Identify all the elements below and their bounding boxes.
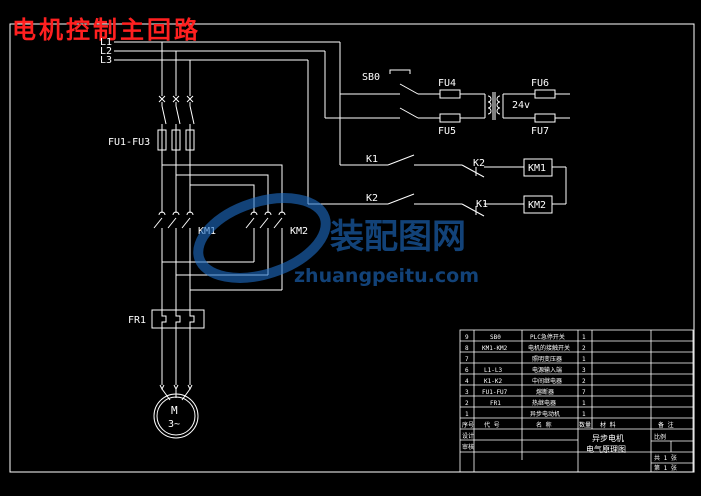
km2-label: KM2 <box>290 226 308 237</box>
bom-name: 热继电器 <box>532 399 556 407</box>
bom-no: 8 <box>465 345 469 352</box>
motor-label: M <box>171 404 178 417</box>
bom-code: KM1-KM2 <box>482 345 508 352</box>
bus-label-l1: L1 <box>100 37 112 48</box>
watermark-cn: 装配图网 <box>330 217 466 257</box>
k2-left-label: K2 <box>366 193 378 204</box>
title-block-sheet: 第 1 张 <box>654 464 677 472</box>
k2-right-label: K2 <box>473 158 485 169</box>
bom-rows: 9 SB0 PLC急停开关 1 8 KM1-KM2 电机的接触开关 2 7 照明… <box>462 333 677 472</box>
fu5-label: FU5 <box>438 126 456 137</box>
title-block-check: 审核 <box>462 443 474 451</box>
fr1-label: FR1 <box>128 315 146 326</box>
bom-name: 中间继电器 <box>532 377 562 385</box>
bom-name: 熔断器 <box>536 388 554 396</box>
bom-header-name: 名 称 <box>536 421 552 429</box>
watermark-logo-icon <box>193 193 331 283</box>
coil-km1-label: KM1 <box>528 163 546 174</box>
bom-code: L1-L3 <box>484 367 502 374</box>
fu1-fu3-label: FU1-FU3 <box>108 137 150 148</box>
bom-no: 4 <box>465 378 469 385</box>
bom-qty: 1 <box>582 400 586 407</box>
bom-qty: 2 <box>582 345 586 352</box>
title-block-title1: 异步电机 <box>592 433 624 443</box>
bom-name: 电源输入端 <box>532 366 562 374</box>
bom-qty: 1 <box>582 356 586 363</box>
coil-km2-label: KM2 <box>528 200 546 211</box>
bom-table <box>459 329 694 473</box>
title-block-title: 异步电机 电气原理图 <box>586 433 626 454</box>
bom-no: 1 <box>465 411 469 418</box>
control-circuit <box>307 42 570 217</box>
power-buses <box>114 41 340 61</box>
bom-qty: 7 <box>582 389 586 396</box>
bom-qty: 3 <box>582 367 586 374</box>
bus-label-l3: L3 <box>100 55 112 66</box>
bom-header-qty: 数量 <box>579 421 591 429</box>
voltage-label: 24v <box>512 100 530 111</box>
bom-no: 7 <box>465 356 469 363</box>
bom-code: SB0 <box>490 334 501 341</box>
bom-name: 电机的接触开关 <box>528 344 570 352</box>
watermark-en: zhuangpeitu.com <box>294 265 479 287</box>
bom-no: 9 <box>465 334 469 341</box>
watermark: 装配图网 zhuangpeitu.com <box>193 193 479 287</box>
title-block-scale: 比例 <box>654 433 666 441</box>
bom-no: 3 <box>465 389 469 396</box>
bus-label-l2: L2 <box>100 46 112 57</box>
motor-phase-label: 3~ <box>168 419 180 430</box>
drawing-frame <box>9 23 695 473</box>
bom-name: 照明变压器 <box>532 355 562 363</box>
bom-qty: 2 <box>582 378 586 385</box>
main-circuit <box>151 42 286 439</box>
bom-header-material: 材 料 <box>600 421 616 429</box>
bom-header-code: 代 号 <box>484 421 500 429</box>
bom-header-remark: 备 注 <box>658 421 674 429</box>
title-block-title2: 电气原理图 <box>586 444 626 454</box>
bom-no: 2 <box>465 400 469 407</box>
k1-right-label: K1 <box>476 199 488 210</box>
title-block-design: 设计 <box>462 432 474 440</box>
fu7-label: FU7 <box>531 126 549 137</box>
bom-code: FR1 <box>490 400 501 407</box>
bom-qty: 1 <box>582 334 586 341</box>
fu6-label: FU6 <box>531 78 549 89</box>
diagram-title: 电机控制主回路 <box>12 15 201 44</box>
k1-left-label: K1 <box>366 154 378 165</box>
bom-qty: 1 <box>582 411 586 418</box>
fu4-label: FU4 <box>438 78 456 89</box>
bom-name: PLC急停开关 <box>530 333 565 341</box>
title-block-total: 共 1 张 <box>654 454 677 462</box>
sb0-label: SB0 <box>362 72 380 83</box>
bom-name: 异步电动机 <box>530 410 560 418</box>
bom-no: 6 <box>465 367 469 374</box>
bom-header-no: 序号 <box>462 421 474 429</box>
bom-code: FU1-FU7 <box>482 389 508 396</box>
bom-code: K1-K2 <box>484 378 502 385</box>
